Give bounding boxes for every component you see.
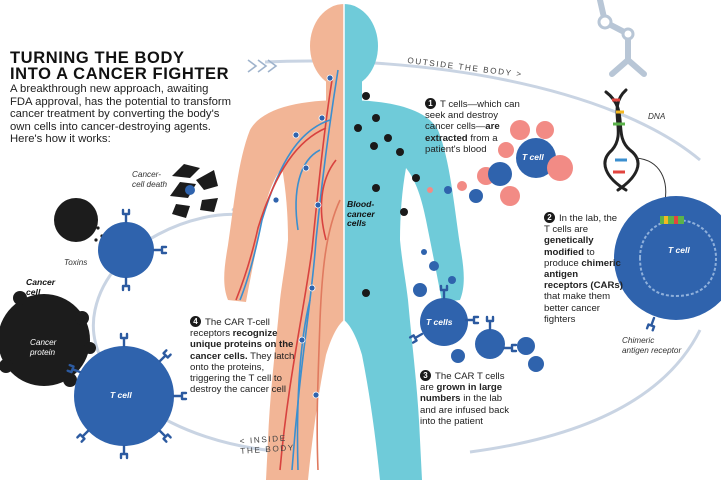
inside-body-label: < INSIDE THE BODY [239, 433, 295, 457]
chimeric-antigen-receptor-label: Chimeric antigen receptor [622, 336, 682, 355]
step-1-part-2: from a patient's blood [425, 132, 498, 155]
step-4-part-1: The CAR T-cell receptors [190, 317, 270, 340]
step-2-bold-2: chimeric antigen receptors (CARs) [544, 257, 623, 292]
step-3-part-1: The CAR T cells are [420, 371, 505, 394]
step-1-part-1: T cells—which can seek and destroy cance… [425, 99, 520, 133]
extracted-t-cell-label: T cell [522, 152, 544, 162]
title-line-1: TURNING THE BODY [10, 49, 185, 67]
step-1-bold-1: are extracted [425, 121, 500, 144]
step-2-number: 2 [544, 212, 555, 223]
step-4-number: 4 [190, 316, 201, 327]
toxins-label: Toxins [64, 258, 88, 267]
cancer-protein-label: Cancer protein [30, 338, 57, 357]
step-3-number: 3 [420, 370, 431, 381]
page-title: TURNING THE BODY INTO A CANCER FIGHTER [10, 49, 230, 83]
step-2-bold-1: genetically modified [544, 235, 594, 258]
intro-text: A breakthrough new approach, awaiting FD… [10, 83, 232, 146]
step-2-part-1: In the lab, the T cells are [544, 213, 618, 236]
attacking-t-cell-label: T cell [110, 390, 132, 400]
blood-cancer-cells-label: Blood-cancer cells [347, 199, 375, 229]
step-4-bold-1: recognize unique proteins on the cancer … [190, 328, 294, 362]
step-2-part-2: to produce [544, 246, 595, 269]
step-3-part-2: in the lab and are infused back into the… [420, 393, 510, 427]
step-4-part-2: They latch onto the proteins, triggering… [190, 350, 295, 396]
cancer-cell-death-label: Cancer-cell death [132, 170, 168, 189]
step-1-number: 1 [425, 98, 436, 109]
dna-label: DNA [648, 112, 666, 121]
step-3-bold-1: grown in large numbers [420, 382, 503, 405]
title-line-2: INTO A CANCER FIGHTER [10, 65, 230, 83]
modified-t-cell-label: T cell [668, 245, 690, 255]
car-t-cells-label: T cells [426, 317, 453, 327]
cancer-cell-label: Cancer cell [26, 277, 56, 297]
step-2-part-3: that make them better cancer fighters [544, 291, 611, 325]
